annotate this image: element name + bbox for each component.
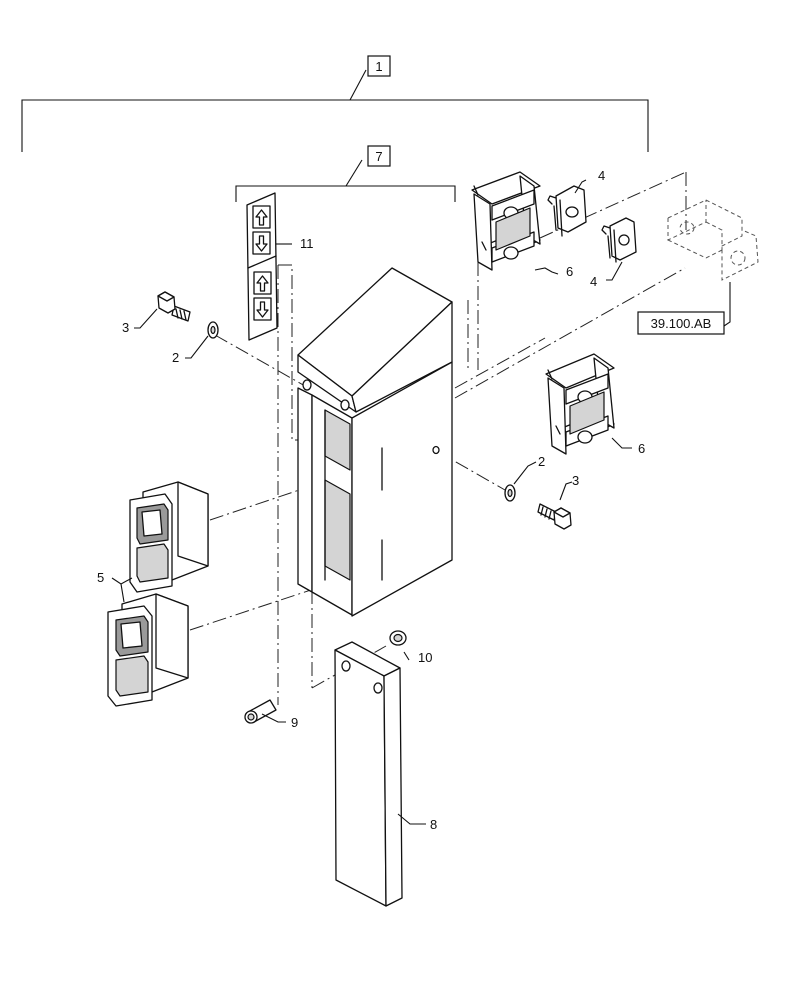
callout-5: 5 <box>97 570 104 585</box>
washer-10 <box>389 630 407 646</box>
callout-4-lower: 4 <box>590 274 597 289</box>
reference-label: 39.100.AB <box>651 316 712 331</box>
reference-bracket <box>667 199 759 281</box>
callout-7: 7 <box>375 149 382 164</box>
callout-10: 10 <box>418 650 432 665</box>
arrow-down-icon <box>253 297 272 321</box>
pin-4-lower <box>601 217 637 263</box>
callout-6-upper: 6 <box>566 264 573 279</box>
screw-3-upper <box>157 291 191 322</box>
callout-2-upper: 2 <box>172 350 179 365</box>
reference-callout: 39.100.AB <box>637 282 731 335</box>
arrow-down-icon <box>252 231 271 255</box>
callout-3-upper: 3 <box>122 320 129 335</box>
clip-6-upper <box>471 171 541 271</box>
assembly-bracket-1: 1 <box>21 55 649 152</box>
callout-8: 8 <box>430 817 437 832</box>
clip-6-lower <box>545 353 615 455</box>
housing <box>297 267 453 617</box>
screw-3-right <box>537 503 572 530</box>
callout-6-lower: 6 <box>638 441 645 456</box>
washer-2-right <box>504 484 516 502</box>
decal-11 <box>246 192 278 341</box>
callout-4-upper: 4 <box>598 168 605 183</box>
pin-4-upper <box>547 185 587 237</box>
callout-9: 9 <box>291 715 298 730</box>
callout-3-right: 3 <box>572 473 579 488</box>
rocker-switch-5-upper <box>129 481 209 593</box>
callout-11: 11 <box>300 236 314 251</box>
callout-1: 1 <box>375 59 382 74</box>
callout-leaders <box>111 179 632 825</box>
arrow-up-icon <box>252 205 271 229</box>
rocker-switch-5-lower <box>107 593 189 707</box>
arrow-up-icon <box>253 271 272 295</box>
plate-8 <box>334 641 403 907</box>
assembly-bracket-7: 7 <box>235 145 456 202</box>
washer-2-upper <box>207 321 219 339</box>
pin-9 <box>244 699 277 724</box>
callout-2-right: 2 <box>538 454 545 469</box>
